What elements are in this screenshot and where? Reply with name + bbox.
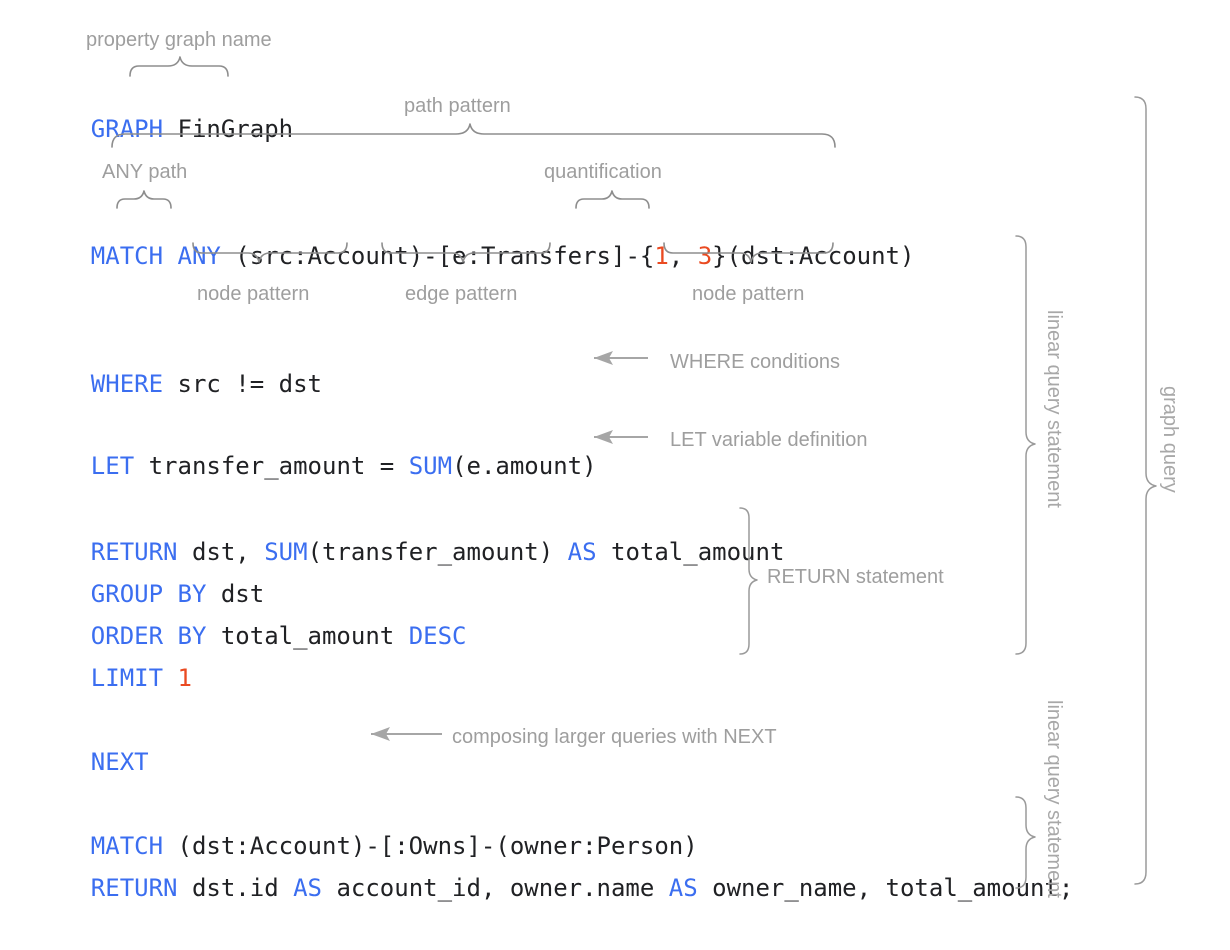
keyword-as-1: AS — [567, 538, 597, 566]
keyword-order-by: ORDER BY — [90, 622, 207, 650]
label-quantification: quantification — [544, 161, 662, 183]
code-line-match: MATCH ANY (src:Account)-[e:Transfers]-{1… — [33, 220, 915, 292]
code-line-where: WHERE src != dst — [33, 348, 322, 420]
return2-dst-id: dst.id — [177, 874, 294, 902]
keyword-any: ANY — [177, 242, 221, 270]
code-line-order-by: ORDER BY total_amount DESC — [33, 600, 467, 672]
let-variable-name: transfer_amount = — [134, 452, 409, 480]
quantifier-lower-bound: 1 — [654, 242, 669, 270]
path-pattern-text: (src:Account)-[e:Transfers]-{ — [220, 242, 655, 270]
keyword-graph: GRAPH — [90, 115, 164, 143]
label-any-path: ANY path — [102, 161, 188, 183]
limit-value: 1 — [177, 664, 192, 692]
order-by-expression: total_amount — [206, 622, 409, 650]
keyword-next: NEXT — [90, 748, 149, 776]
where-expression: src != dst — [163, 370, 322, 398]
brace-any-path — [116, 190, 172, 209]
let-sum-argument: (e.amount) — [452, 452, 597, 480]
return-sum-argument: (transfer_amount) — [307, 538, 568, 566]
quantifier-upper-bound: 3 — [697, 242, 713, 270]
label-linear-query-statement-1: linear query statement — [1043, 310, 1065, 508]
quantifier-separator: , — [668, 242, 698, 270]
space-0 — [163, 115, 177, 143]
code-line-return-2: RETURN dst.id AS account_id, owner.name … — [33, 852, 1074, 924]
arrow-let-variable-definition — [594, 430, 648, 444]
label-node-pattern-right: node pattern — [692, 283, 805, 305]
function-sum-let: SUM — [408, 452, 453, 480]
keyword-let: LET — [90, 452, 135, 480]
return-alias-total-amount: total_amount — [596, 538, 785, 566]
label-return-statement: RETURN statement — [767, 566, 944, 588]
label-path-pattern: path pattern — [404, 95, 511, 117]
keyword-match-2: MATCH — [90, 832, 164, 860]
code-line-group-by: GROUP BY dst — [33, 558, 264, 630]
label-edge-pattern: edge pattern — [405, 283, 518, 305]
space-7 — [163, 664, 177, 692]
brace-property-graph-name — [129, 56, 229, 77]
code-line-limit: LIMIT 1 — [33, 642, 192, 714]
arrow-composing-with-next — [371, 727, 442, 741]
label-graph-query: graph query — [1159, 386, 1181, 493]
label-composing-with-next: composing larger queries with NEXT — [452, 726, 777, 748]
label-node-pattern-left: node pattern — [197, 283, 310, 305]
group-by-expression: dst — [206, 580, 265, 608]
label-let-variable-definition: LET variable definition — [670, 429, 868, 451]
label-linear-query-statement-2: linear query statement — [1043, 700, 1065, 898]
return-first-item: dst, — [177, 538, 265, 566]
code-line-let: LET transfer_amount = SUM(e.amount) — [33, 430, 597, 502]
keyword-as-2: AS — [293, 874, 322, 902]
keyword-as-3: AS — [668, 874, 698, 902]
owns-path-pattern-text: (dst:Account)-[:Owns]-(owner:Person) — [163, 832, 698, 860]
keyword-match: MATCH — [90, 242, 164, 270]
function-sum-return: SUM — [264, 538, 308, 566]
code-line-next: NEXT — [33, 726, 149, 798]
label-where-conditions: WHERE conditions — [670, 351, 841, 373]
keyword-limit: LIMIT — [90, 664, 164, 692]
keyword-desc: DESC — [408, 622, 467, 650]
graph-name-value: FinGraph — [177, 115, 294, 143]
brace-quantification — [575, 190, 650, 209]
keyword-return-2: RETURN — [90, 874, 178, 902]
keyword-where: WHERE — [90, 370, 164, 398]
brace-linear-query-statement-1 — [1015, 235, 1036, 655]
destination-node-pattern-text: }(dst:Account) — [712, 242, 915, 270]
keyword-return-1: RETURN — [90, 538, 178, 566]
keyword-group-by: GROUP BY — [90, 580, 207, 608]
return2-account-id-alias: account_id, owner.name — [322, 874, 669, 902]
arrow-where-conditions — [594, 351, 648, 365]
code-line-graph: GRAPH FinGraph — [33, 93, 293, 165]
label-property-graph-name: property graph name — [86, 29, 272, 51]
brace-graph-query — [1134, 96, 1157, 885]
code-line-match-2: MATCH (dst:Account)-[:Owns]-(owner:Perso… — [33, 810, 698, 882]
return2-owner-name-alias: owner_name, total_amount; — [697, 874, 1074, 902]
space-1 — [163, 242, 177, 270]
